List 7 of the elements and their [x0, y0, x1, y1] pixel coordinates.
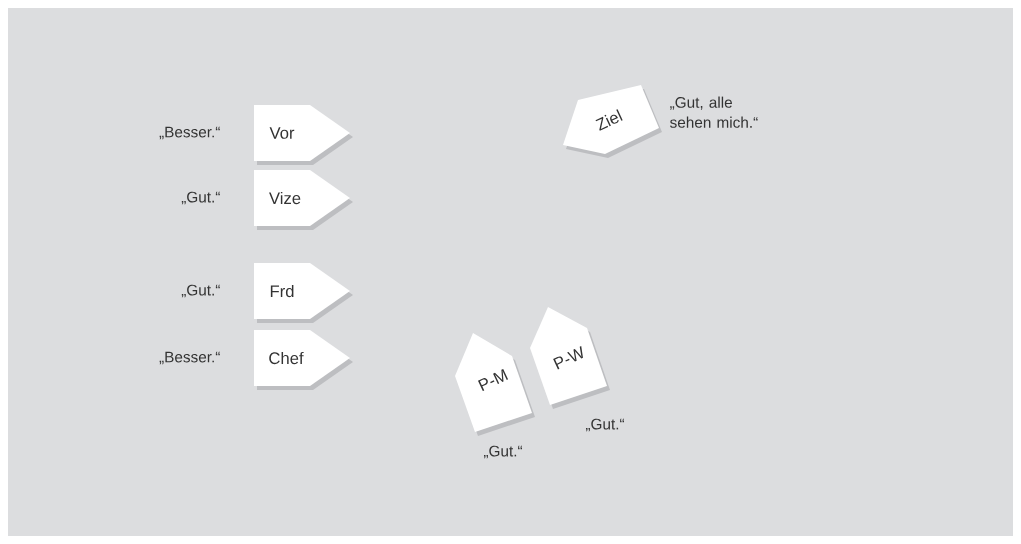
quote-text: „Besser.“	[159, 351, 220, 365]
quote-text: „Besser.“	[159, 126, 220, 140]
quote-text: „Gut.“	[181, 191, 220, 205]
quote-text: „Gut, alle sehen mich.“	[670, 96, 758, 128]
quote-text: „Gut.“	[181, 284, 220, 298]
quote-text: „Gut.“	[484, 445, 523, 459]
quote-text: „Gut.“	[586, 418, 625, 432]
